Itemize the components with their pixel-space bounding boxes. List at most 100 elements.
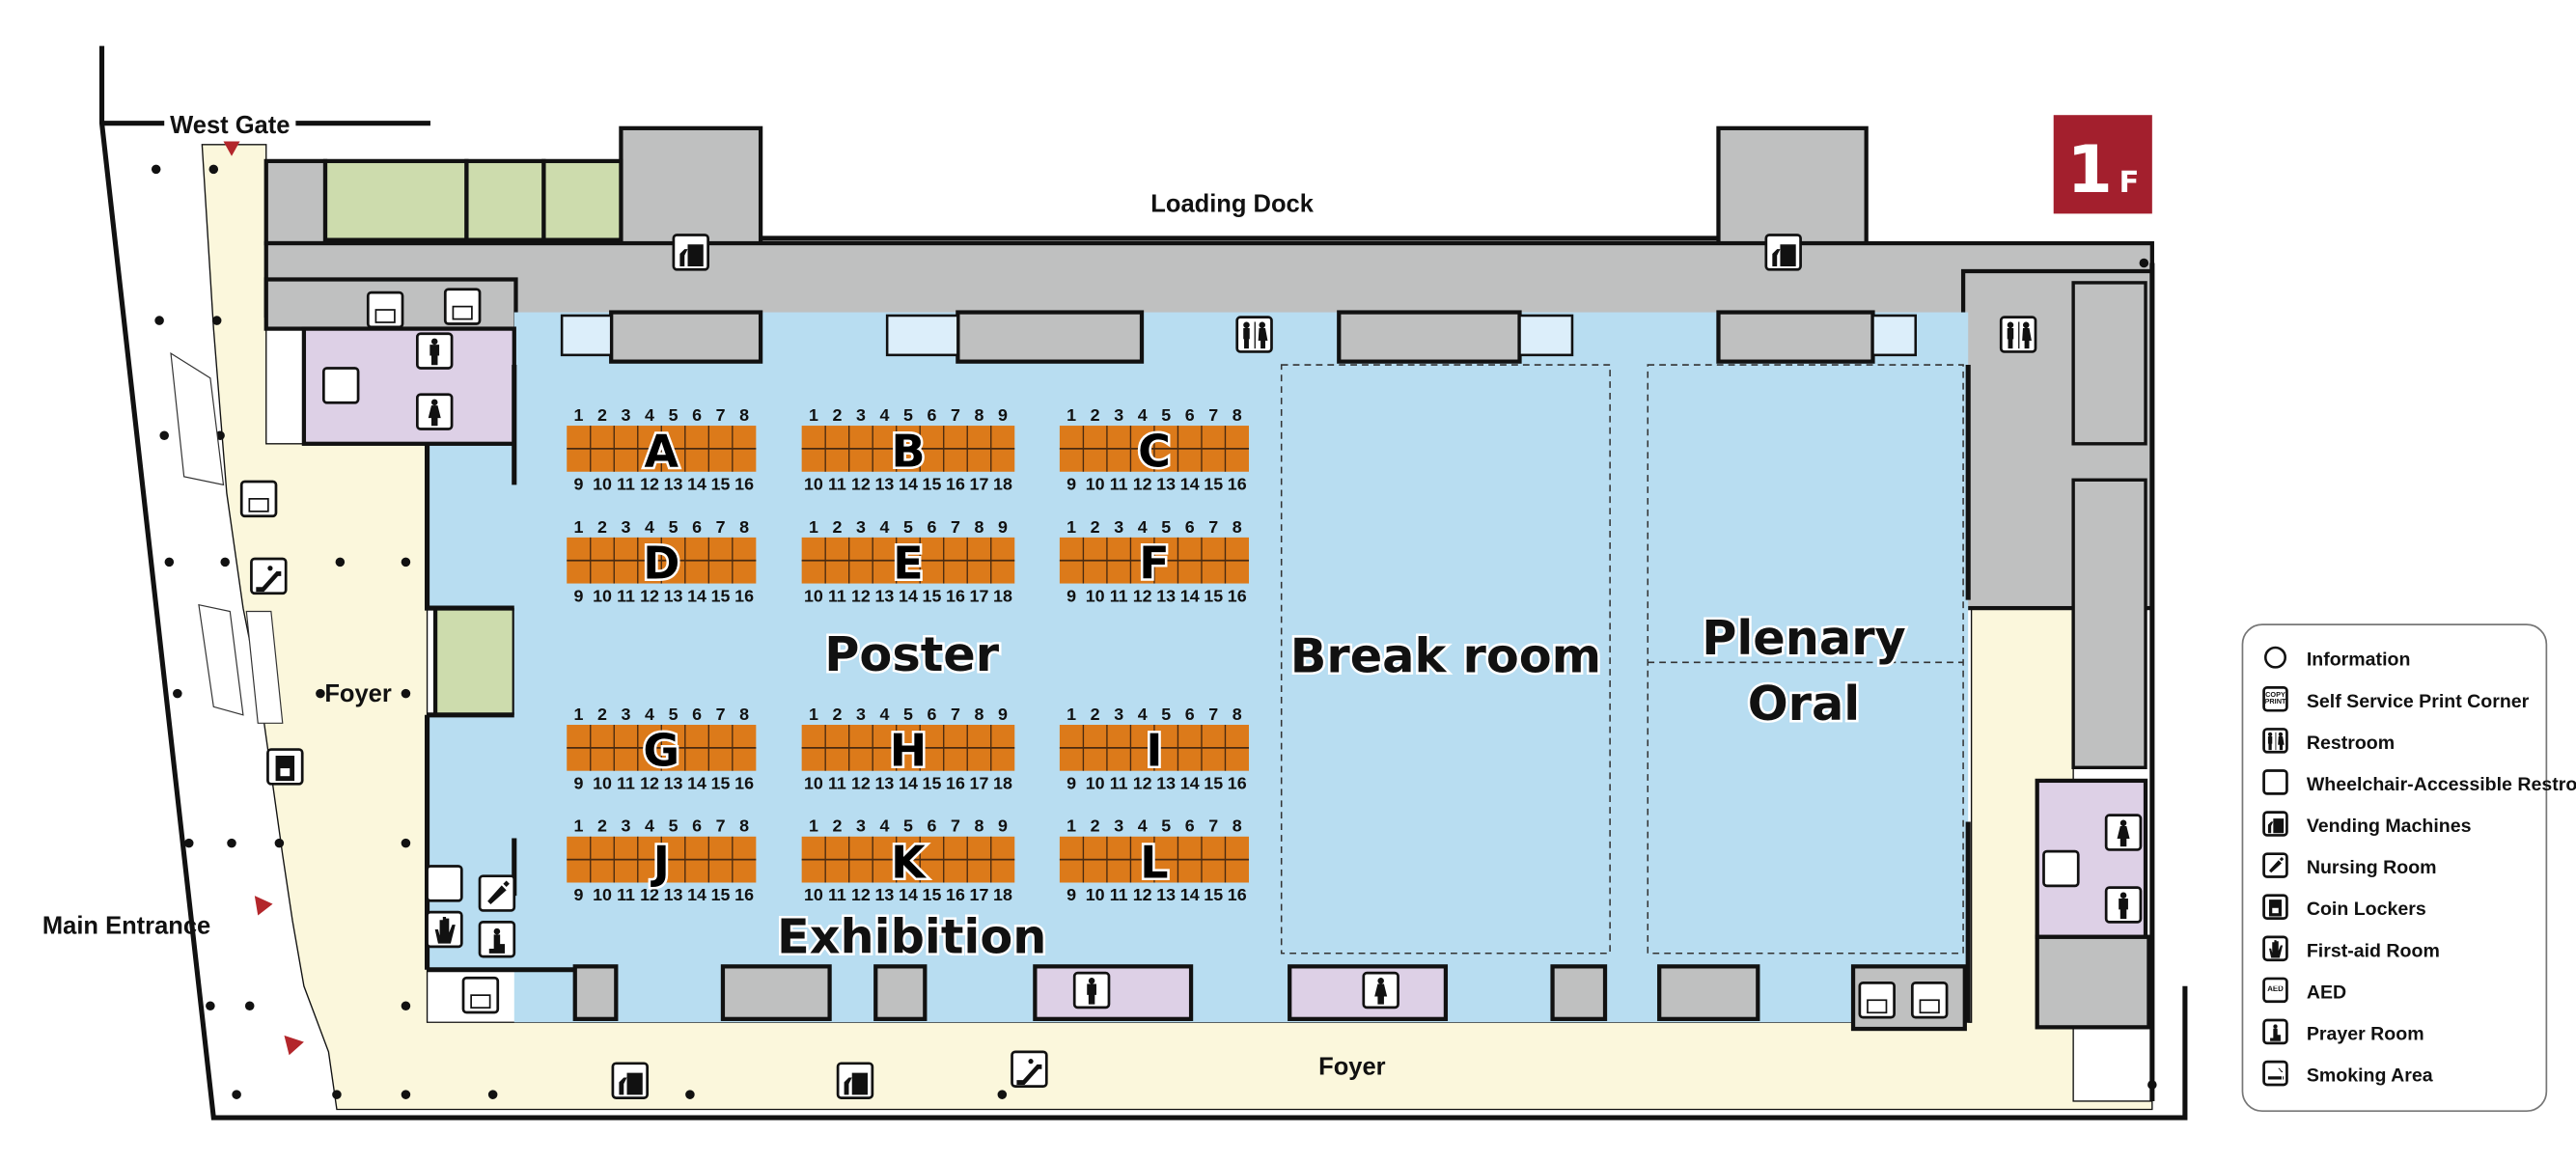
board-number: 13: [664, 773, 683, 792]
board-number: 5: [903, 816, 913, 836]
legend-label: Self Service Print Corner: [2307, 691, 2530, 712]
pillar: [685, 1090, 695, 1099]
vending-machine-icon: [1764, 234, 1802, 271]
board-number: 4: [645, 405, 654, 425]
board-number: 14: [899, 474, 918, 493]
board-number: 14: [899, 885, 918, 904]
firstaid-icon: [2262, 935, 2288, 962]
board-number: 11: [617, 773, 635, 792]
board-number: 14: [1180, 885, 1200, 904]
legend-item-restroom: Restroom: [2262, 728, 2395, 754]
board-number: 9: [1066, 474, 1076, 493]
board-number: 17: [970, 885, 989, 904]
wheelchair-accessible-restroom-icon: [2042, 849, 2080, 888]
board-number: 8: [1233, 705, 1242, 724]
block-letter: D: [643, 537, 679, 589]
pillar: [220, 557, 230, 567]
pillars: [151, 164, 2157, 1099]
board-number: 10: [1086, 773, 1105, 792]
board-number: 3: [622, 405, 631, 425]
restroom-icon: [2262, 728, 2288, 754]
board-number: 11: [828, 474, 846, 493]
board-number: 9: [998, 816, 1008, 836]
pillar: [2147, 1080, 2157, 1090]
board-number: 16: [734, 586, 754, 605]
board-number: 4: [1138, 705, 1148, 724]
board-number: 3: [1114, 705, 1123, 724]
legend-label: Prayer Room: [2307, 1023, 2424, 1044]
board-number: 6: [692, 816, 702, 836]
board-number: 17: [970, 474, 989, 493]
board-number: 12: [640, 586, 659, 605]
board-number: 12: [1133, 773, 1152, 792]
board-number: 11: [617, 885, 635, 904]
block-letter: A: [645, 426, 679, 478]
board-number: 16: [1228, 474, 1247, 493]
vending-machine-icon: [672, 234, 709, 271]
elevator-icon: [239, 480, 278, 518]
board-number: 11: [1110, 773, 1128, 792]
board-number: 17: [970, 586, 989, 605]
legend-label: AED: [2307, 982, 2346, 1003]
board-number: 2: [1091, 517, 1100, 537]
board-number: 15: [923, 773, 942, 792]
break-room-label: Break room: [1290, 628, 1601, 684]
board-number: 1: [1066, 405, 1076, 425]
loading-dock-label: Loading Dock: [1150, 191, 1314, 218]
board-number: 6: [1185, 816, 1195, 836]
restroom-areas: [301, 326, 2148, 1021]
block-letter: B: [891, 426, 925, 478]
board-number: 11: [617, 474, 635, 493]
restroom-women-icon: [1362, 971, 1399, 1010]
print-icon: COPY PRINT: [2262, 685, 2288, 712]
board-number: 8: [739, 517, 749, 537]
pillar: [401, 1001, 411, 1010]
legend-item-smoking: Smoking Area: [2262, 1060, 2433, 1087]
board-number: 1: [809, 705, 818, 724]
pillar: [183, 838, 194, 848]
escalator-icon: [1011, 1050, 1048, 1089]
service-rooms-right: [2071, 281, 2147, 769]
board-number: 13: [875, 885, 895, 904]
board-number: 9: [1066, 586, 1076, 605]
legend-label: Nursing Room: [2307, 857, 2437, 878]
legend-item-wheelchair: Wheelchair-Accessible Restroom: [2262, 769, 2576, 795]
board-number: 4: [879, 816, 889, 836]
escalator-icon: [250, 557, 288, 595]
board-number: 4: [1138, 517, 1148, 537]
smoking-icon: [2262, 1060, 2288, 1087]
board-number: 10: [804, 773, 823, 792]
board-number: 3: [1114, 816, 1123, 836]
block-letter: H: [890, 725, 927, 777]
board-number: 8: [975, 816, 984, 836]
board-number: 14: [687, 773, 706, 792]
board-number: 2: [1091, 816, 1100, 836]
board-number: 8: [1233, 405, 1242, 425]
pillar: [997, 1090, 1008, 1099]
restroom-men-icon: [1072, 971, 1111, 1010]
legend-label: Restroom: [2307, 733, 2395, 754]
board-number: 12: [1133, 885, 1152, 904]
vending-machine-icon: [611, 1062, 650, 1099]
block-letter: E: [893, 537, 923, 589]
board-number: 3: [1114, 517, 1123, 537]
board-number: 10: [1086, 885, 1105, 904]
room-partitions: [1280, 364, 1964, 954]
exhibition-area-label: Exhibition: [777, 909, 1046, 965]
poster-area-label: Poster: [824, 626, 999, 682]
wheelchair-accessible-restroom-icon: [321, 367, 360, 404]
board-number: 13: [1156, 885, 1176, 904]
